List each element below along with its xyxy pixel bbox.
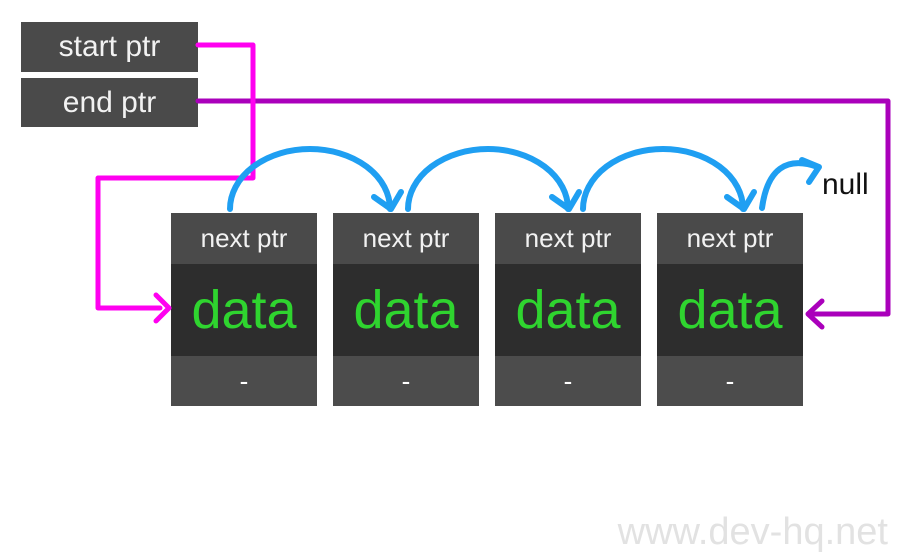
- list-node-4: next ptr data -: [657, 213, 803, 406]
- data-cell: data: [171, 264, 317, 356]
- next-ptr-cell: next ptr: [333, 213, 479, 264]
- next-arc-3-arrowhead: [724, 189, 757, 212]
- next-arc-1: [227, 146, 404, 212]
- null-label: null: [822, 168, 869, 201]
- data-cell: data: [657, 264, 803, 356]
- start-ptr-arrowhead: [153, 292, 172, 324]
- null-arc-arrowhead: [799, 157, 822, 185]
- start-ptr-label: start ptr: [58, 30, 161, 63]
- end-ptr-box: end ptr: [21, 78, 198, 127]
- data-cell: data: [333, 264, 479, 356]
- list-node-2: next ptr data -: [333, 213, 479, 406]
- empty-cell: -: [495, 356, 641, 406]
- list-node-1: next ptr data -: [171, 213, 317, 406]
- watermark: www.dev-hq.net: [617, 511, 888, 553]
- next-arc-1-arrowhead: [371, 189, 404, 212]
- empty-cell: -: [171, 356, 317, 406]
- empty-cell: -: [657, 356, 803, 406]
- end-ptr-arrowhead: [805, 298, 825, 330]
- empty-cell: -: [333, 356, 479, 406]
- next-ptr-cell: next ptr: [657, 213, 803, 264]
- next-arc-3: [580, 146, 757, 212]
- start-ptr-box: start ptr: [21, 22, 198, 72]
- next-arc-2-arrowhead: [549, 189, 582, 212]
- next-ptr-cell: next ptr: [495, 213, 641, 264]
- null-arc: [759, 157, 822, 211]
- data-cell: data: [495, 264, 641, 356]
- list-node-3: next ptr data -: [495, 213, 641, 406]
- end-ptr-label: end ptr: [62, 85, 157, 119]
- next-ptr-cell: next ptr: [171, 213, 317, 264]
- next-arc-2: [405, 146, 582, 212]
